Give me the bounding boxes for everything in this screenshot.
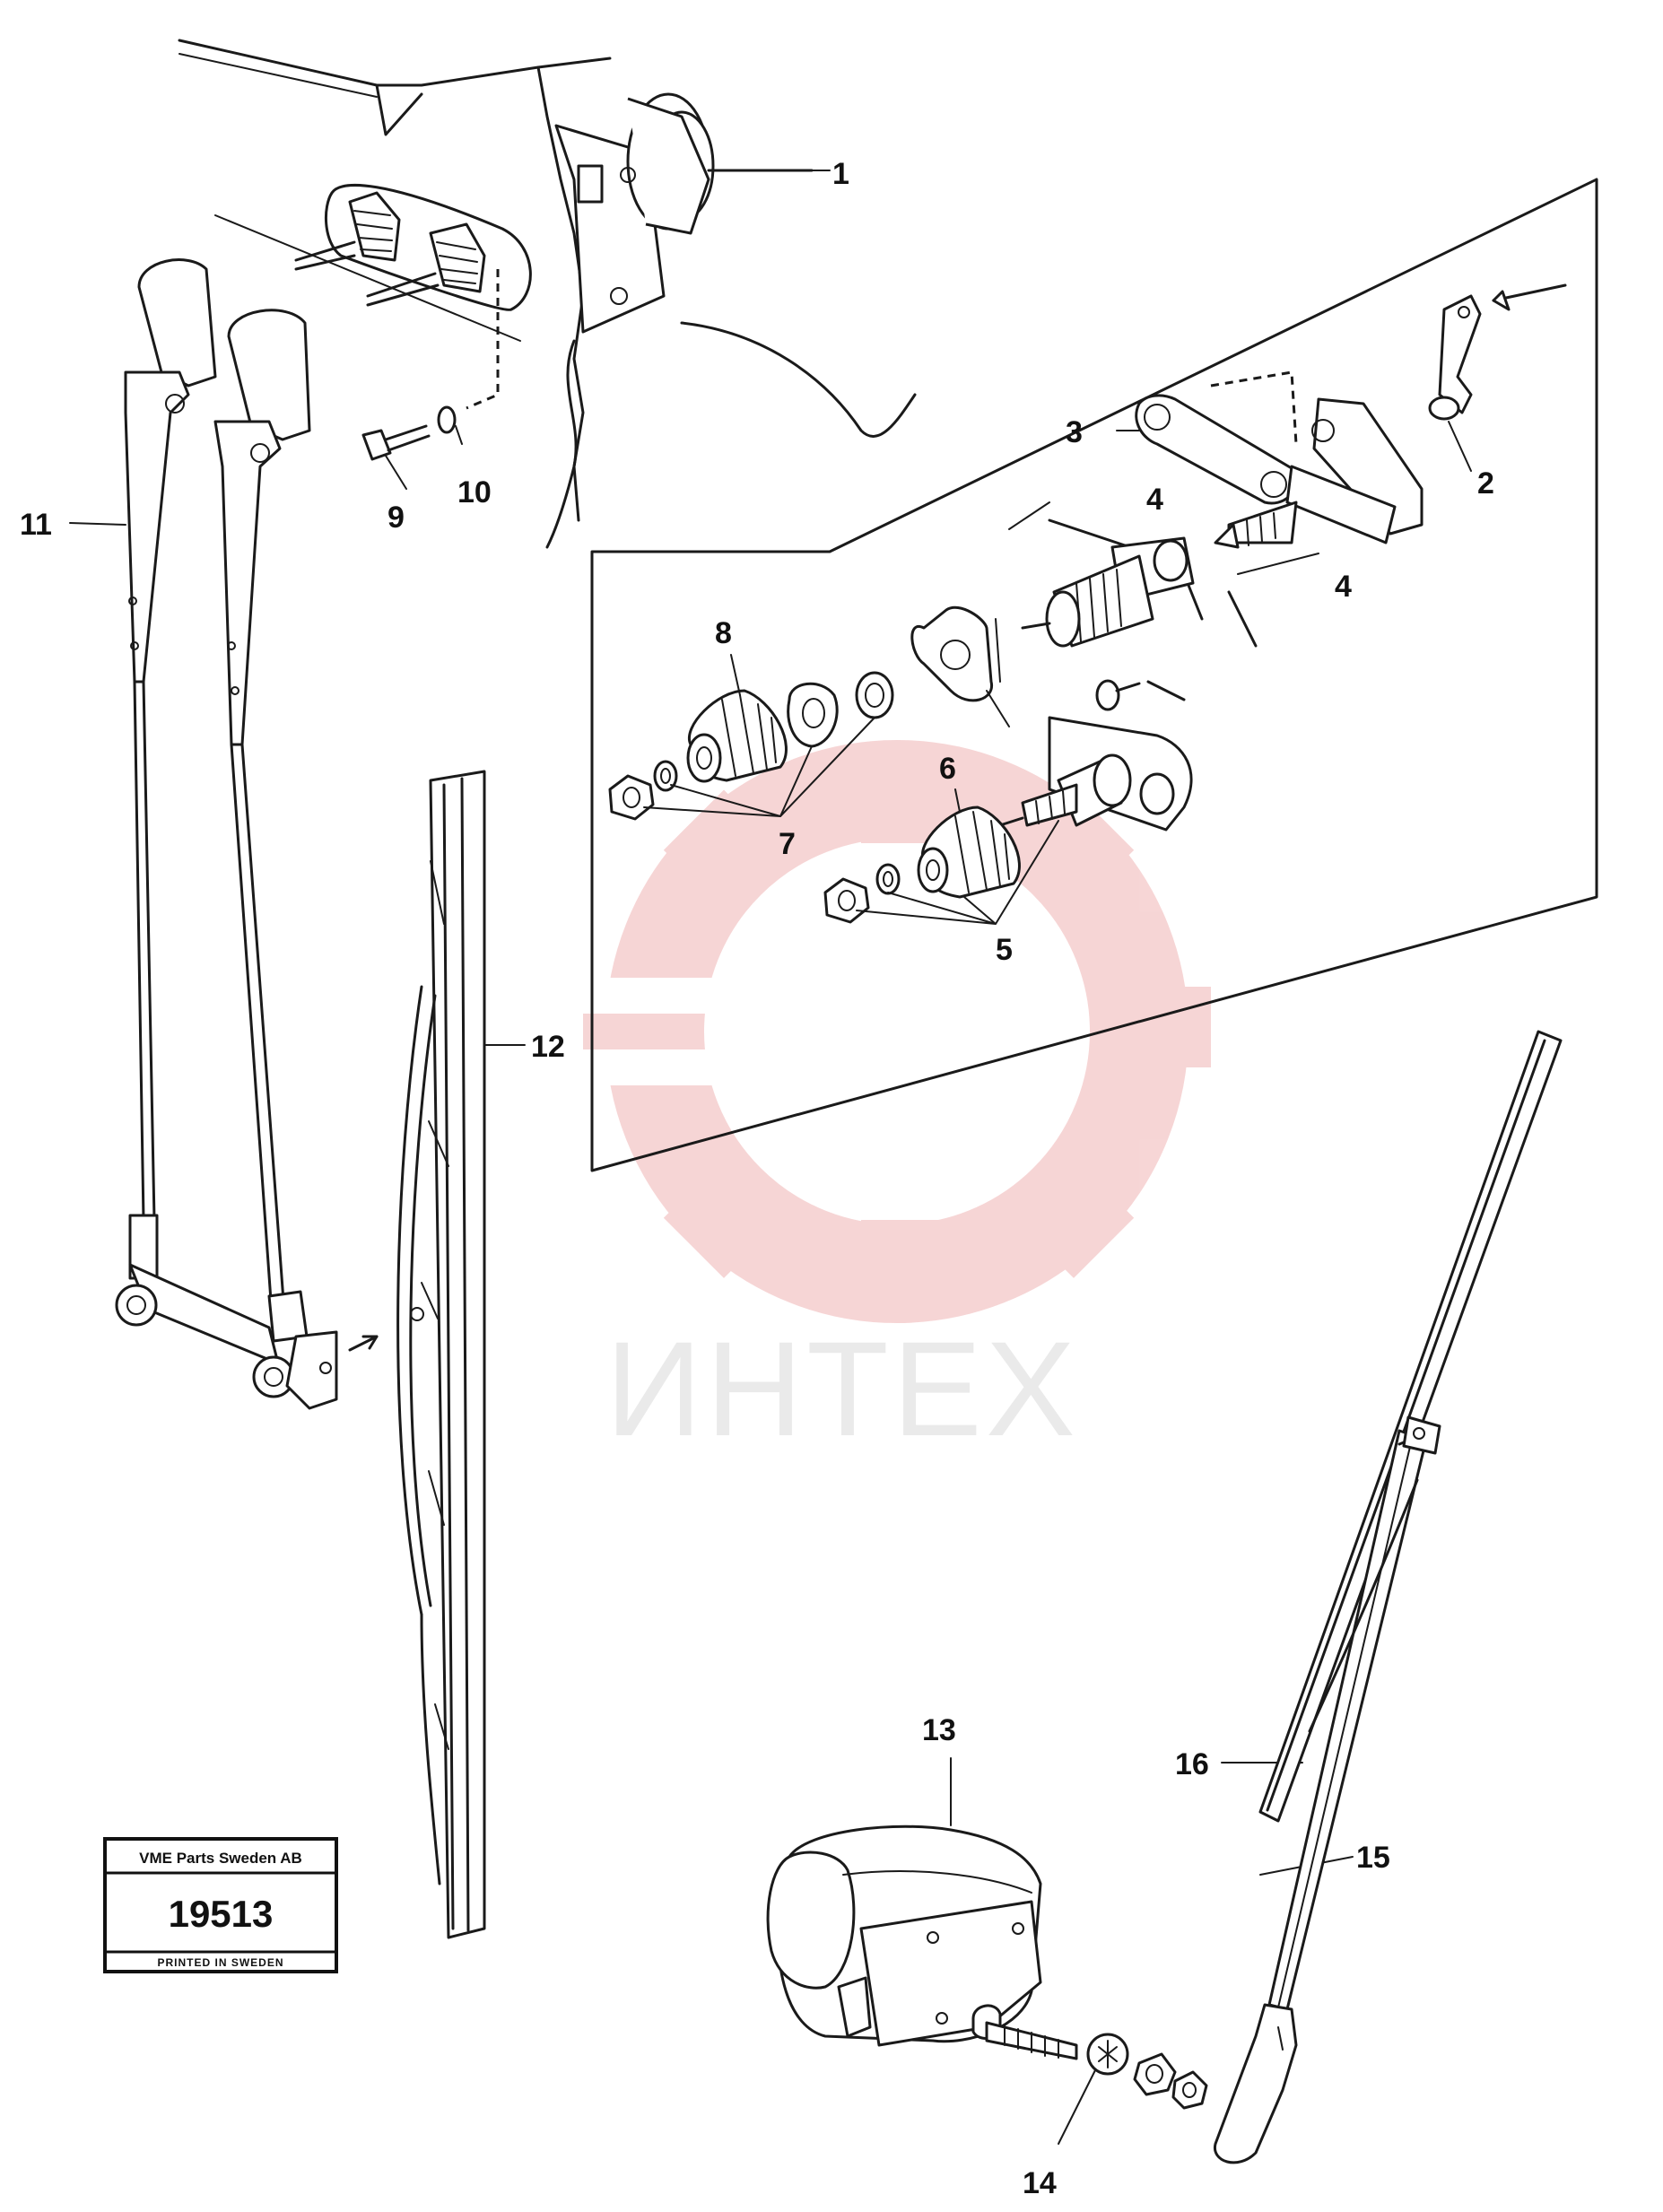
stamp-printed: PRINTED IN SWEDEN [157,1956,283,1969]
callout-6: 6 [939,752,956,786]
callout-10: 10 [457,475,492,509]
stamp-company: VME Parts Sweden AB [139,1850,302,1867]
part-cone-nut-8 [686,689,788,783]
lower-bracket-plate [998,716,1193,832]
small-screw [1095,679,1186,711]
part-rear-arm-15 [1214,1415,1441,2164]
cab-roof-outline [178,39,917,522]
callout-12: 12 [531,1030,565,1064]
part-bolt-9 [361,424,431,461]
intex-logo-watermark: ИНТЕХ [502,740,1211,1464]
callout-3: 3 [1066,415,1083,449]
callout-1: 1 [832,157,849,191]
part-crank-shaft-4 [1214,397,1424,549]
callout-8: 8 [715,616,732,650]
stamp-number: 19513 [169,1893,274,1935]
callout-14: 14 [1023,2166,1057,2200]
callout-9: 9 [387,501,405,535]
part-wiper-blade [396,770,486,1939]
part-rear-wiper-motor-13 [766,1824,1078,2060]
callout-4b: 4 [1335,570,1352,604]
part-cone-nut-6 [917,806,1021,899]
callout-7: 7 [779,827,796,861]
part-bushing-4 [1021,518,1258,648]
part-wiper-motor-bracket [554,92,814,334]
cable [545,339,578,549]
callout-4a: 4 [1146,483,1163,517]
callout-11: 11 [20,508,52,542]
part-star-washer-14 [1086,2033,1208,2110]
part-washer-10 [437,405,457,434]
watermark-text: ИНТЕХ [605,1313,1079,1464]
callout-2: 2 [1477,466,1494,501]
part-lever-2 [1428,283,1567,421]
callout-15: 15 [1356,1841,1390,1875]
exploded-view-frame [590,178,1598,1172]
callout-13: 13 [922,1713,956,1747]
callout-16: 16 [1175,1747,1209,1781]
callout-5: 5 [996,933,1013,967]
bracket-plate [910,606,1010,727]
wiper-pivot-housing [294,183,532,410]
part-wiper-arms [115,258,379,1410]
part-nuts-washers-7 [608,671,894,821]
parts-stamp: VME Parts Sweden AB 19513 PRINTED IN SWE… [103,1837,338,1973]
callout-labels: 1 2 3 4 4 5 6 7 8 9 10 11 12 13 14 15 16 [20,157,1494,2200]
